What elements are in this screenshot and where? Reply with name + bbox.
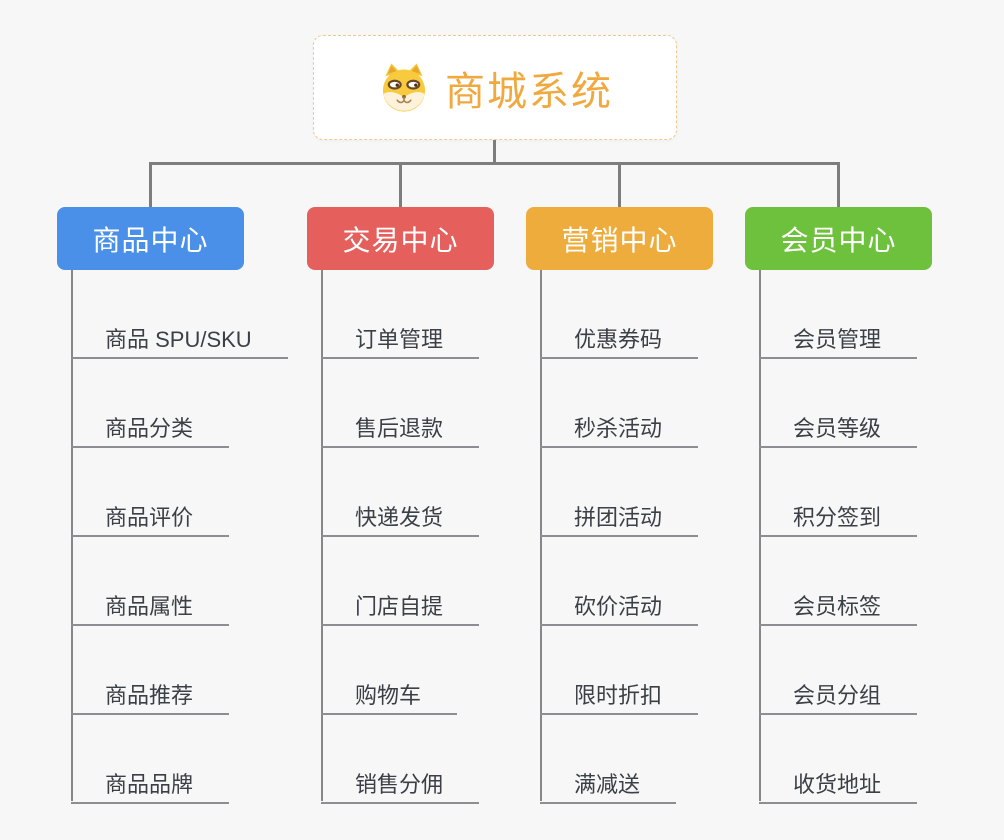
leaf-node[interactable]: 商品品牌 <box>71 757 230 804</box>
leaf-node[interactable]: 积分签到 <box>759 490 918 537</box>
connector-drop-trade <box>399 162 402 207</box>
branch-column-trade: 订单管理 售后退款 快递发货 门店自提 购物车 销售分佣 <box>321 270 561 804</box>
branch-column-member: 会员管理 会员等级 积分签到 会员标签 会员分组 收货地址 <box>759 270 999 804</box>
branch-node-trade-center[interactable]: 交易中心 <box>307 207 494 270</box>
leaf-node[interactable]: 收货地址 <box>759 757 918 804</box>
connector-drop-product <box>149 162 152 207</box>
leaf-node[interactable]: 限时折扣 <box>540 668 699 715</box>
leaf-node[interactable]: 砍价活动 <box>540 579 699 626</box>
branch-column-marketing: 优惠券码 秒杀活动 拼团活动 砍价活动 限时折扣 满减送 <box>540 270 780 804</box>
leaf-node[interactable]: 秒杀活动 <box>540 401 699 448</box>
leaf-node[interactable]: 商品分类 <box>71 401 230 448</box>
connector-drop-member <box>837 162 840 207</box>
branch-node-member-center[interactable]: 会员中心 <box>745 207 932 270</box>
branch-node-product-center[interactable]: 商品中心 <box>57 207 244 270</box>
leaf-node[interactable]: 会员等级 <box>759 401 918 448</box>
leaf-node[interactable]: 商品评价 <box>71 490 230 537</box>
leaf-node[interactable]: 购物车 <box>321 668 458 715</box>
leaf-node[interactable]: 快递发货 <box>321 490 480 537</box>
leaf-node[interactable]: 拼团活动 <box>540 490 699 537</box>
branch-node-marketing-center[interactable]: 营销中心 <box>526 207 713 270</box>
leaf-node[interactable]: 商品属性 <box>71 579 230 626</box>
branch-column-product: 商品 SPU/SKU 商品分类 商品评价 商品属性 商品推荐 商品品牌 <box>71 270 311 804</box>
leaf-node[interactable]: 订单管理 <box>321 312 480 359</box>
connector-root-stem <box>493 140 496 165</box>
leaf-node[interactable]: 满减送 <box>540 757 677 804</box>
leaf-node[interactable]: 会员分组 <box>759 668 918 715</box>
leaf-node[interactable]: 销售分佣 <box>321 757 480 804</box>
leaf-node[interactable]: 商品 SPU/SKU <box>71 312 288 359</box>
root-node-mall-system[interactable]: 商城系统 <box>313 35 677 140</box>
leaf-node[interactable]: 优惠券码 <box>540 312 699 359</box>
leaf-node[interactable]: 会员标签 <box>759 579 918 626</box>
connector-rail <box>149 162 840 165</box>
leaf-node[interactable]: 售后退款 <box>321 401 480 448</box>
connector-drop-marketing <box>618 162 621 207</box>
leaf-node[interactable]: 商品推荐 <box>71 668 230 715</box>
leaf-node[interactable]: 会员管理 <box>759 312 918 359</box>
leaf-node[interactable]: 门店自提 <box>321 579 480 626</box>
root-title: 商城系统 <box>445 69 613 114</box>
shiba-dog-icon <box>382 63 426 112</box>
